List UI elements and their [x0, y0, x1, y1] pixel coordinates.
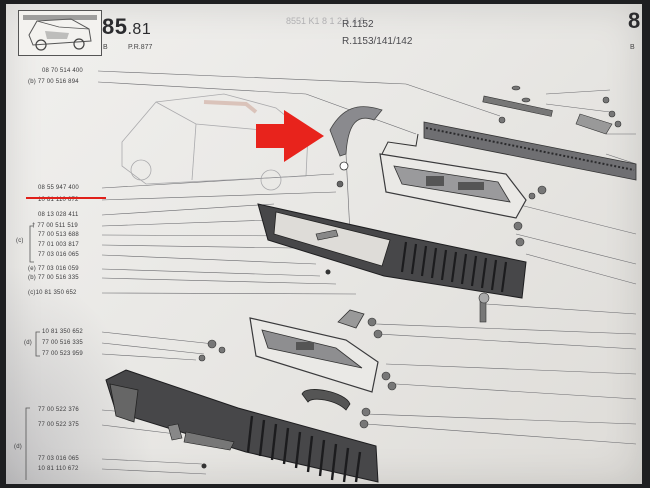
- bolts: [198, 185, 547, 429]
- highlight-underline: [26, 197, 106, 199]
- part-label: 77 03 016 065: [38, 252, 79, 258]
- vehicle-thumbnail-box: [18, 10, 102, 56]
- part-label: 77 00 513 688: [38, 232, 79, 238]
- part-label: 77 03 016 065: [38, 456, 79, 462]
- bracket-c: [29, 225, 34, 263]
- bracket-d-lower: [25, 407, 30, 480]
- page-sub-b: B: [103, 44, 108, 51]
- part-label: 77 00 522 375: [38, 422, 79, 428]
- corner-bracket: [329, 106, 383, 157]
- bracket-d: [35, 331, 40, 357]
- model-references: R.1152 R.1153/141/142: [342, 16, 412, 50]
- next-page-sub: B: [630, 44, 635, 51]
- vehicle-thumbnail-icon: [23, 15, 97, 51]
- highlight-arrow-icon: [256, 110, 324, 162]
- part-label: 77 01 003 817: [38, 242, 79, 248]
- part-label: 77 00 523 959: [42, 351, 83, 357]
- exploded-parts-diagram: [25, 70, 637, 483]
- part-label: 10 81 110 672: [38, 197, 79, 203]
- rear-light-housing-lower: [249, 309, 379, 393]
- page-number: 85.81: [102, 14, 152, 39]
- part-label: 08 70 514 400: [42, 68, 83, 74]
- part-label: (b) 77 00 516 335: [28, 275, 79, 281]
- bumper-upper: [257, 203, 527, 299]
- group-label-d: (d): [14, 444, 22, 450]
- part-label: 08 13 028 411: [38, 212, 79, 218]
- part-label: 77 00 516 335: [42, 340, 83, 346]
- model-ref: R.1152: [342, 19, 374, 30]
- part-label: 10 81 350 652: [42, 329, 83, 335]
- bumper-lower: [105, 369, 379, 483]
- group-label-c: (c): [16, 238, 24, 244]
- trim-strip: [423, 121, 637, 181]
- leader-lines: [97, 70, 637, 475]
- part-label: 10 81 110 672: [38, 466, 79, 472]
- group-label-d: (d): [24, 340, 32, 346]
- part-label: (e) 77 03 016 059: [28, 266, 79, 272]
- rear-light-housing-upper: [379, 133, 527, 219]
- page-sub-pr: P.R.877: [128, 44, 153, 51]
- part-label: (b) 77 00 516 894: [28, 79, 79, 85]
- faded-bleed-text: 8551 K1 8 1 2 1 4 8: [286, 16, 365, 26]
- part-label: (c)10 81 350 652: [28, 290, 77, 296]
- catalog-page: 85.81 B P.R.877 8551 K1 8 1 2 1 4 8 R.11…: [6, 4, 642, 484]
- next-page-number: 8: [628, 8, 641, 33]
- model-ref: R.1153/141/142: [342, 36, 413, 47]
- small-hardware: [482, 85, 622, 135]
- highlighted-part-label: 08 55 947 400: [38, 185, 79, 191]
- part-label: 77 00 522 376: [38, 407, 79, 413]
